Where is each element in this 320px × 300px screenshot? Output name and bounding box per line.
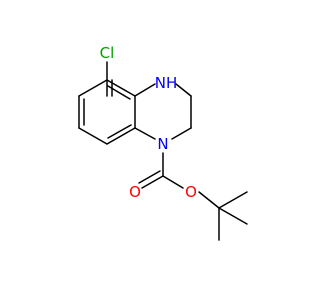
bond-oester-cq [198,191,220,209]
atom-o-ester: O [185,183,197,201]
bond-c5-c6 [78,79,108,97]
bond-cq-me2 [218,207,248,225]
bond-c8-c8a [106,127,136,145]
bond-ccarbonyl-o-double-b [138,170,161,184]
bond-nh-c3 [175,83,192,97]
bond-c7-c8 [78,127,108,145]
bond-ccarbonyl-oester [162,175,184,189]
bond-c8-c8a-inner [107,124,132,139]
bond-cq-me1 [218,191,248,209]
bond-ccarbonyl-o-double-a [141,175,164,189]
saturated-ring [134,83,192,140]
atom-n-ring: N [157,135,168,153]
structure-diagram: Cl NH N O O [78,44,248,241]
bond-c2-n1 [171,127,192,140]
boc-group [138,152,248,241]
atom-nh: NH [155,74,178,92]
benzene-ring [78,79,136,145]
atom-cl: Cl [100,44,115,62]
bond-n1-c8a [134,127,156,140]
molecule-canvas: Cl NH N O O [78,44,248,241]
atom-o-carbonyl: O [129,183,141,201]
bond-c4a-c5-main [106,79,136,97]
bond-c4a-c5-double [107,85,131,100]
bond-c4a-nh [134,83,156,97]
